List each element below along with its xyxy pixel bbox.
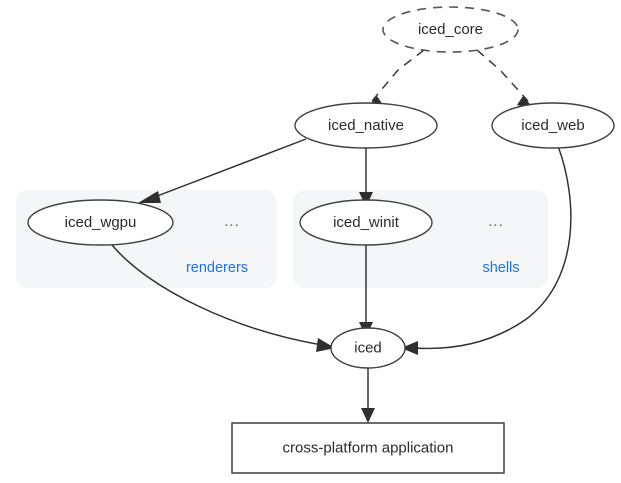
node-iced-winit-shape[interactable] bbox=[299, 199, 433, 246]
node-iced-shape[interactable] bbox=[330, 327, 406, 369]
edge-iced-to-application bbox=[361, 368, 375, 423]
edge-iced-core-to-iced-native bbox=[365, 49, 425, 110]
edge-iced-core-to-iced-web bbox=[476, 49, 535, 110]
node-iced-winit[interactable]: iced_winit bbox=[299, 199, 433, 246]
node-iced-wgpu[interactable]: iced_wgpu bbox=[27, 199, 174, 246]
node-iced-wgpu-shape[interactable] bbox=[27, 199, 174, 246]
node-iced-core[interactable]: iced_core bbox=[382, 6, 519, 53]
edge-iced-wgpu-to-iced bbox=[111, 244, 335, 352]
node-iced-native-shape[interactable] bbox=[294, 102, 438, 149]
cluster-shells-ellipsis: ... bbox=[488, 213, 504, 230]
cluster-shells-label: shells bbox=[482, 260, 519, 276]
edge-iced-web-to-iced bbox=[401, 145, 572, 355]
node-iced-core-shape[interactable] bbox=[382, 6, 519, 53]
node-iced-web-shape[interactable] bbox=[491, 102, 615, 149]
cluster-renderers-ellipsis: ... bbox=[224, 213, 240, 230]
node-application-label: cross-platform application bbox=[283, 439, 454, 456]
node-iced-native[interactable]: iced_native bbox=[294, 102, 438, 149]
node-iced[interactable]: iced bbox=[330, 327, 406, 369]
node-application-shape[interactable] bbox=[231, 422, 505, 474]
cluster-renderers-label: renderers bbox=[186, 260, 248, 276]
node-iced-web[interactable]: iced_web bbox=[491, 102, 615, 149]
node-cross-platform-application[interactable]: cross-platform application bbox=[231, 422, 505, 474]
edge-iced-native-to-iced-wgpu bbox=[138, 138, 307, 203]
